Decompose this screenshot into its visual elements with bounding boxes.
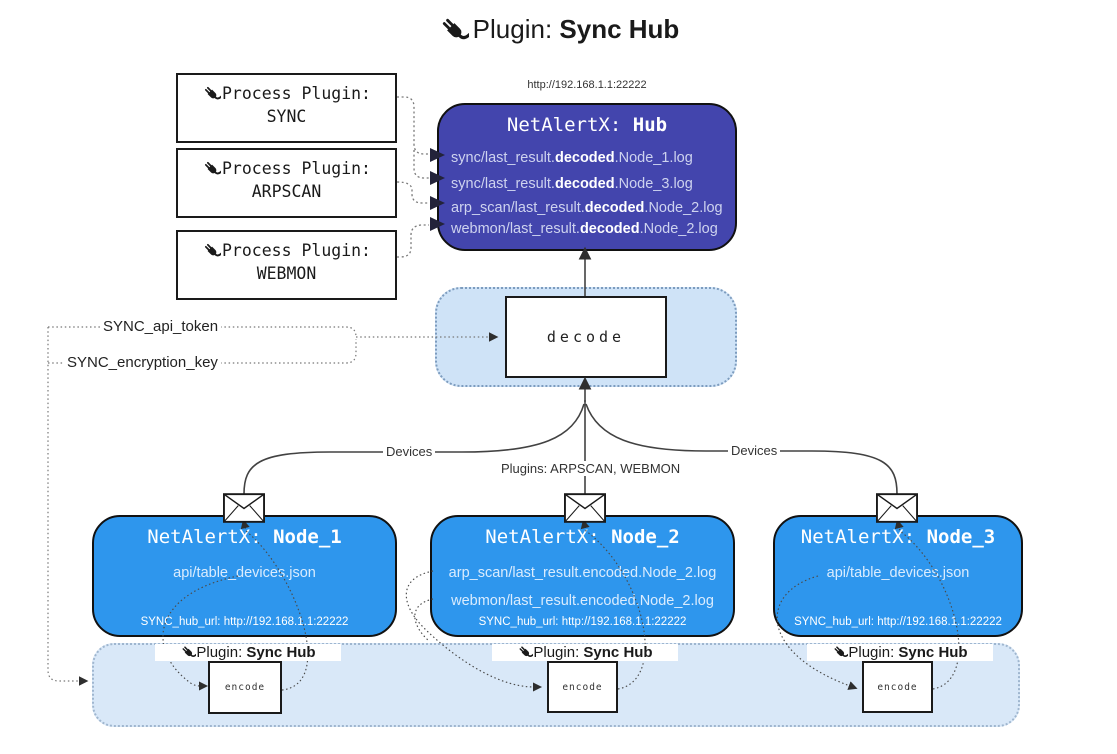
encoder-label-1: Plugin: Sync Hub bbox=[155, 644, 341, 661]
node-title: NetAlertX: Node_3 bbox=[800, 526, 996, 548]
node-title: NetAlertX: Node_2 bbox=[485, 526, 680, 548]
setting-sync-api-token: SYNC_api_token bbox=[100, 318, 222, 335]
plug-icon bbox=[438, 14, 469, 45]
process-plugin-label: Process Plugin: bbox=[221, 84, 371, 103]
node-2-box: NetAlertX: Node_2 arp_scan/last_result.e… bbox=[430, 515, 735, 637]
node-hub-url: SYNC_hub_url: http://192.168.1.1:22222 bbox=[794, 616, 1002, 628]
node-hub-url: SYNC_hub_url: http://192.168.1.1:22222 bbox=[478, 616, 687, 628]
plug-icon bbox=[202, 84, 221, 103]
page-title-bold: Sync Hub bbox=[559, 14, 680, 44]
hub-box: NetAlertX: Hub sync/last_result.decoded.… bbox=[437, 103, 737, 251]
process-plugin-arpscan: Process Plugin: ARPSCAN bbox=[176, 148, 397, 218]
envelope-icon bbox=[564, 493, 606, 523]
node-file-line: webmon/last_result.encoded.Node_2.log bbox=[451, 593, 714, 609]
node-files: arp_scan/last_result.encoded.Node_2.log … bbox=[434, 559, 731, 615]
hub-file-line: sync/last_result.decoded.Node_3.log bbox=[451, 176, 693, 192]
link-sync-to-hub-b bbox=[413, 150, 429, 179]
process-plugin-name: WEBMON bbox=[256, 264, 317, 283]
node-file-line: arp_scan/last_result.encoded.Node_2.log bbox=[448, 565, 717, 581]
hub-title: NetAlertX: Hub bbox=[439, 114, 735, 136]
process-plugin-name: ARPSCAN bbox=[251, 182, 322, 201]
edge-label-devices-right: Devices bbox=[728, 443, 781, 458]
node-file-line: api/table_devices.json bbox=[173, 565, 316, 581]
encode-box-3: encode bbox=[862, 661, 933, 713]
page-title-prefix: Plugin: bbox=[472, 14, 560, 44]
envelope-icon bbox=[876, 493, 918, 523]
process-plugin-label: Process Plugin: bbox=[221, 241, 371, 260]
plug-icon bbox=[202, 159, 221, 178]
hub-file-list: sync/last_result.decoded.Node_1.log sync… bbox=[451, 147, 731, 239]
node-file-line: api/table_devices.json bbox=[826, 565, 970, 581]
hub-file-line: sync/last_result.decoded.Node_1.log bbox=[451, 150, 693, 166]
link-settings-to-encoders bbox=[47, 327, 89, 686]
link-sync-to-hub-a bbox=[397, 96, 429, 155]
hub-file-line: webmon/last_result.decoded.Node_2.log bbox=[451, 221, 718, 237]
plug-icon bbox=[517, 644, 533, 660]
encode-box-1: encode bbox=[208, 661, 282, 714]
node-1-box: NetAlertX: Node_1 api/table_devices.json… bbox=[92, 515, 397, 637]
process-plugin-sync: Process Plugin: SYNC bbox=[176, 73, 397, 143]
setting-sync-encryption-key: SYNC_encryption_key bbox=[64, 354, 221, 371]
process-plugin-webmon: Process Plugin: WEBMON bbox=[176, 230, 397, 300]
encoder-label-3: Plugin: Sync Hub bbox=[807, 644, 993, 661]
link-webmon-to-hub bbox=[397, 224, 429, 258]
process-plugin-label: Process Plugin: bbox=[221, 159, 371, 178]
edge-label-devices-left: Devices bbox=[383, 444, 436, 459]
node-3-box: NetAlertX: Node_3 api/table_devices.json… bbox=[773, 515, 1023, 637]
envelope-icon bbox=[223, 493, 265, 523]
plug-icon bbox=[832, 644, 848, 660]
plug-icon bbox=[180, 644, 196, 660]
encode-box-2: encode bbox=[547, 661, 618, 713]
encoder-label-2: Plugin: Sync Hub bbox=[492, 644, 678, 661]
hub-title-prefix: NetAlertX: bbox=[506, 114, 633, 136]
node-files: api/table_devices.json bbox=[96, 559, 393, 587]
node-hub-url: SYNC_hub_url: http://192.168.1.1:22222 bbox=[140, 616, 349, 628]
hub-file-line: arp_scan/last_result.decoded.Node_2.log bbox=[451, 200, 723, 216]
edge-label-plugins: Plugins: ARPSCAN, WEBMON bbox=[498, 461, 684, 476]
hub-title-bold: Hub bbox=[632, 114, 668, 136]
link-arpscan-to-hub bbox=[396, 181, 429, 204]
page-title: Plugin: Sync Hub bbox=[0, 14, 1117, 45]
hub-url-label: http://192.168.1.1:22222 bbox=[527, 79, 647, 91]
process-plugin-name: SYNC bbox=[266, 107, 307, 126]
decode-box: decode bbox=[505, 296, 667, 378]
node-title: NetAlertX: Node_1 bbox=[147, 526, 342, 548]
plug-icon bbox=[202, 241, 221, 260]
node-files: api/table_devices.json bbox=[777, 559, 1019, 587]
